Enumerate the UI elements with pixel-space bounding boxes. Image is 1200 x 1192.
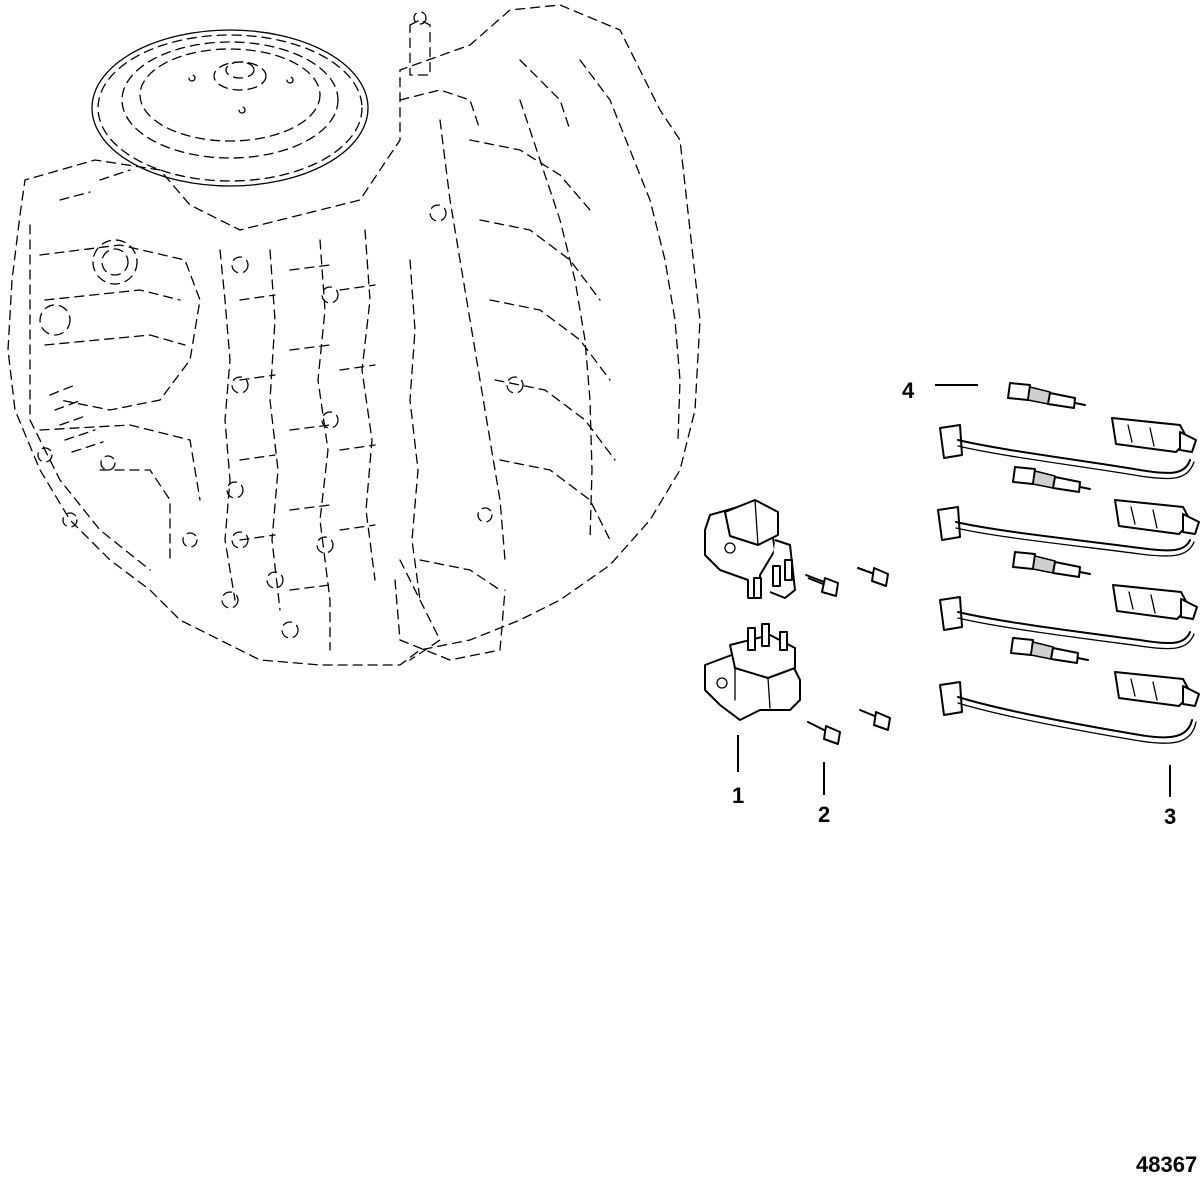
spark-plug [1012,466,1091,493]
spark-plug [1007,382,1086,409]
spark-plug [1012,551,1091,578]
spark-plug-lead [939,671,1200,744]
screw [807,721,841,745]
callout-1-label: 1 [732,783,744,808]
spark-plug-leads [937,417,1200,744]
callout-2-label: 2 [818,802,830,827]
screw [805,574,839,597]
screw [857,567,889,587]
ignition-coil-upper [704,499,796,599]
figure-number: 48367 [1136,1152,1197,1177]
callout-3-label: 3 [1164,804,1176,829]
spark-plug-lead [937,499,1200,557]
spark-plug [1010,637,1089,664]
callout-4-label: 4 [902,378,915,403]
spark-plug-lead [939,417,1197,480]
engine-block-illustration [7,4,701,666]
spark-plugs [1007,382,1091,664]
spark-plug-lead [939,584,1198,650]
ignition-coil-lower [704,623,801,721]
screw [859,709,891,731]
coil-mounting-screws [805,567,891,745]
